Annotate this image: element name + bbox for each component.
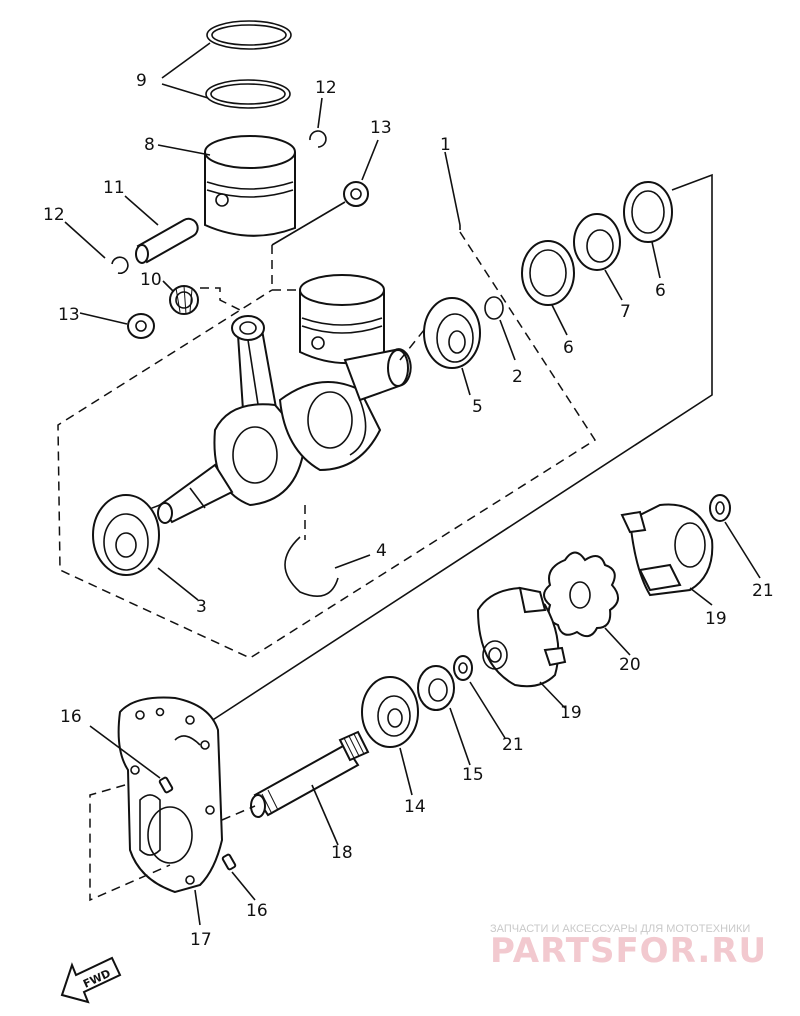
leader-18 [311,784,339,846]
oil-seal-a [521,240,575,306]
piston-pin [135,217,199,264]
leader-21-lower [469,681,506,739]
circlip-upper [309,130,327,148]
leader-11 [124,195,159,226]
leader-6-a [551,304,568,336]
assembly-line-seal [271,201,346,246]
leader-17 [194,889,201,926]
leader-3 [157,567,199,601]
forward-direction-arrow: FWD [60,956,122,1004]
dowel-pin-lower [221,853,237,871]
callout-8: 8 [144,135,155,155]
crankshaft-assembly [157,274,412,524]
bearing-seal-lower [127,313,155,339]
bearing-seal-upper [343,181,369,207]
leader-19-lower [539,681,566,709]
gasket [117,696,224,894]
main-bearing-rear [423,297,481,369]
leader-14 [399,747,413,796]
assembly-line-crank-group [57,231,597,659]
watermark-caption: ЗАПЧАСТИ И АКСЕССУАРЫ ДЛЯ МОТОТЕХНИКИ [490,923,750,935]
leader-10 [162,280,174,292]
leader-9 [161,42,211,99]
leader-5 [461,367,471,396]
leader-2 [499,319,516,361]
leader-12-upper [317,97,323,129]
coupling-half-upper [620,503,714,597]
oil-seal-b [623,181,673,243]
callout-13-upper: 13 [370,118,392,138]
callout-14: 14 [404,797,426,817]
rear-ball-bearing [573,213,621,271]
driveshaft [250,730,370,818]
piston [204,135,296,237]
callout-16-lower: 16 [246,901,268,921]
callout-10: 10 [140,270,162,290]
callout-4: 4 [376,541,387,561]
rubber-damper [543,551,619,638]
circlip-lower [111,256,129,275]
leader-8 [157,144,211,156]
callout-19-upper: 19 [705,609,727,629]
leader-6-b [651,241,661,279]
assembly-line-gasket-left [89,784,171,902]
leader-15 [449,707,471,766]
driveshaft-bearing-small [417,665,455,711]
callout-21-upper: 21 [752,581,774,601]
assembly-line-pin [200,287,241,311]
leader-12-lower [64,221,106,259]
leader-13-upper [361,139,379,181]
callout-2: 2 [512,367,523,387]
assembly-line-shaft [221,805,256,821]
leader-20 [604,627,631,656]
piston-ring-lower [205,79,291,109]
callout-12-upper: 12 [315,78,337,98]
washer-lower [453,655,473,681]
callout-16-upper: 16 [60,707,82,727]
washer-upper [709,494,731,522]
assembly-line-gasket [204,173,713,726]
leader-4 [334,554,371,569]
callout-21-lower: 21 [502,735,524,755]
callout-9: 9 [136,71,147,91]
coupling-half-lower [476,586,567,688]
leader-21-upper [724,521,761,579]
callout-6-a: 6 [563,338,574,358]
callout-7: 7 [620,302,631,322]
callout-19-lower: 19 [560,703,582,723]
callout-20: 20 [619,655,641,675]
assembly-line-piston [271,245,300,291]
callout-12-lower: 12 [43,205,65,225]
leader-16-upper [89,725,161,779]
callout-13-lower: 13 [58,305,80,325]
watermark-logo: PARTSFOR.RU [490,931,767,971]
callout-11: 11 [103,178,125,198]
leader-19-upper [689,587,713,606]
callout-5: 5 [472,397,483,417]
callout-6-b: 6 [655,281,666,301]
o-ring [484,296,504,320]
callout-17: 17 [190,930,212,950]
dowel-pin-upper [158,776,174,794]
crank-circlip [284,536,339,597]
leader-16-lower [231,871,256,901]
callout-15: 15 [462,765,484,785]
main-bearing-front [92,494,160,576]
leader-7 [604,269,623,301]
leader-13-lower [79,312,128,325]
leader-1 [444,151,461,230]
piston-ring-upper [206,20,292,50]
driveshaft-bearing-large [361,676,419,748]
needle-bearing [169,285,199,315]
callout-1: 1 [440,135,451,155]
callout-18: 18 [331,843,353,863]
callout-3: 3 [196,597,207,617]
